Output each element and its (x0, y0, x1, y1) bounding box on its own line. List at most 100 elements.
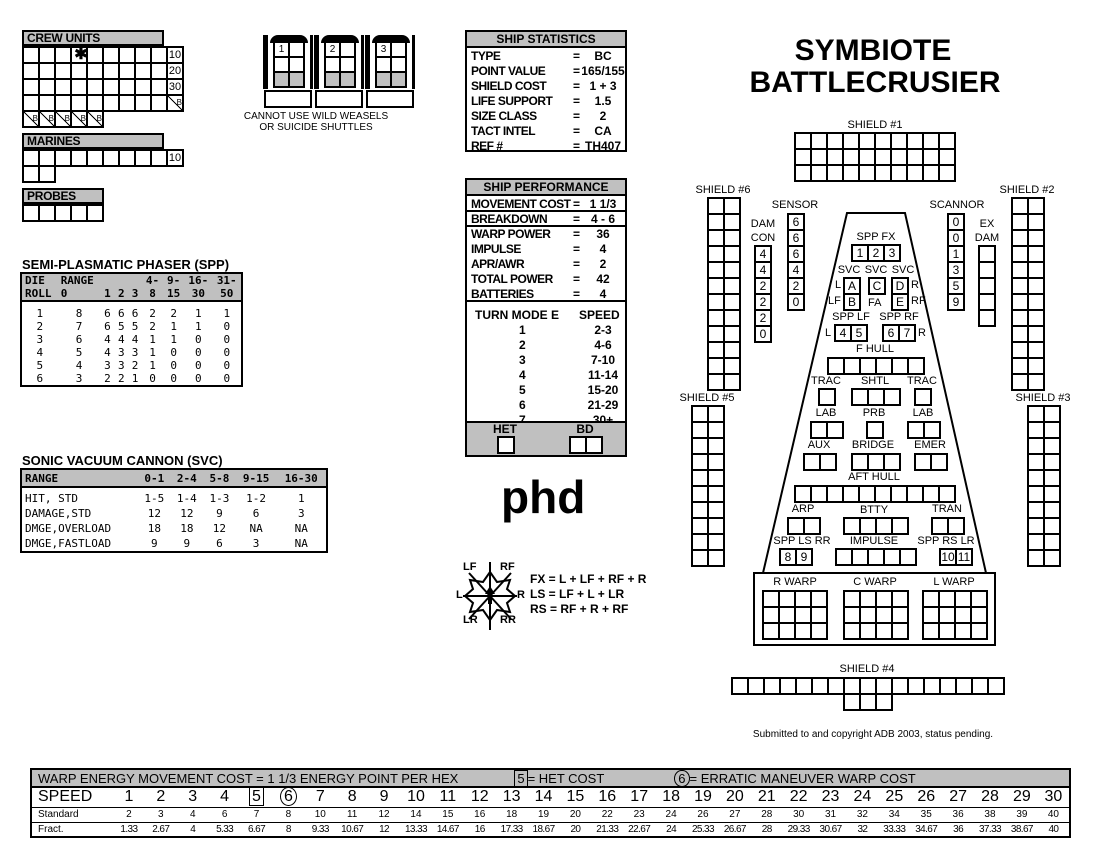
spp-fx-box[interactable]: 3 (883, 244, 901, 262)
tractor-box[interactable] (914, 388, 932, 406)
apr-box[interactable] (803, 517, 821, 535)
fract-cell: 6.67 (240, 821, 273, 838)
shield-2-box[interactable] (1027, 373, 1045, 391)
fract-value: 22.67 (628, 823, 651, 835)
turn-mode: 2 (519, 338, 526, 352)
standard-cell: 31 (814, 806, 847, 823)
bd-box[interactable] (585, 436, 603, 454)
spp-header-cell: DIE (21, 273, 58, 287)
battery-box[interactable] (891, 517, 909, 535)
damcon-track-box[interactable]: 0 (754, 325, 772, 343)
speeds-value: 30 (1044, 788, 1063, 806)
spp-cell: 1 (149, 346, 156, 359)
stat-row: SIZE CLASS=2 (467, 109, 625, 124)
spp-rf-box[interactable]: 7 (898, 324, 916, 342)
stat-value: 36 (596, 227, 610, 241)
marines-row-2-box[interactable] (38, 165, 56, 183)
svc-de-box[interactable]: E (891, 293, 909, 311)
spp-header-cell (114, 273, 129, 287)
probe-launcher-box[interactable] (866, 421, 884, 439)
speeds-value: 12 (470, 788, 489, 806)
shuttle-box[interactable] (288, 71, 305, 88)
damcon-track-box[interactable]: 2 (754, 277, 772, 295)
sensor-track-box[interactable]: 0 (787, 293, 805, 311)
shield-4-box[interactable] (875, 693, 893, 711)
standard-cell: 39 (1005, 806, 1038, 823)
spp-cell: 6 (117, 307, 125, 320)
standard-cell: 24 (655, 806, 688, 823)
emergency-bridge (914, 453, 948, 471)
het-key-text: = HET COST (527, 770, 605, 786)
fract-cell: 17.33 (495, 821, 528, 838)
aux-label: AUX (807, 439, 831, 451)
arc-label-l: L (456, 589, 463, 601)
c-warp-box[interactable] (891, 622, 909, 640)
spp-cell: 5 (75, 346, 83, 359)
scanner-track-box[interactable]: 1 (947, 245, 965, 263)
arc-label-rf: RF (500, 561, 515, 573)
r-warp-box[interactable] (810, 622, 828, 640)
svc-ab-box[interactable]: B (843, 293, 861, 311)
bridge-box[interactable] (883, 453, 901, 471)
aux-control-box[interactable] (819, 453, 837, 471)
transporter-box[interactable] (947, 517, 965, 535)
ship-performance-title: SHIP PERFORMANCE (467, 180, 625, 196)
standard-value: 12 (378, 809, 390, 820)
svc-cell: 1-4 (176, 492, 197, 505)
exdam-track-box[interactable] (978, 309, 996, 327)
aft-hull-box[interactable] (938, 485, 956, 503)
shtl-label: SHTL (860, 375, 890, 387)
shield-4-box[interactable] (987, 677, 1005, 695)
l-warp-box[interactable] (970, 622, 988, 640)
shuttle-admin-box[interactable] (366, 90, 414, 108)
spp-lf-box[interactable]: 5 (850, 324, 868, 342)
shuttle-admin-box[interactable] (264, 90, 312, 108)
shield-3-box[interactable] (1043, 549, 1061, 567)
erratic-key-text: = ERRATIC MANEUVER WARP COST (689, 770, 916, 786)
probes-row-box[interactable] (86, 204, 104, 222)
emergency-bridge-box[interactable] (930, 453, 948, 471)
stat-label: SHIELD COST (471, 79, 547, 93)
spp-fx-box[interactable]: 1 (851, 244, 869, 262)
fract-value: 2.67 (152, 823, 170, 835)
shield-1-box[interactable] (938, 164, 956, 182)
standard-cell: 3 (144, 806, 177, 823)
stat-value: 42 (596, 272, 610, 286)
svc-cell: 18 (180, 522, 194, 535)
het-box[interactable] (497, 436, 515, 454)
shuttle-admin-box[interactable] (315, 90, 363, 108)
lab-box[interactable] (923, 421, 941, 439)
lab-box[interactable] (826, 421, 844, 439)
svc-c: C (868, 277, 886, 295)
spp-cell: 6 (36, 372, 44, 385)
shuttle-box[interactable] (339, 71, 356, 88)
spp-rs-box[interactable]: 11 (955, 548, 973, 566)
tractor-box[interactable] (818, 388, 836, 406)
boarding-party-row-box[interactable]: B (86, 110, 104, 128)
speeds-value: 17 (630, 788, 649, 806)
arc-label-rr: RR (500, 614, 516, 626)
speeds-value: 13 (502, 788, 521, 806)
svc-c-box[interactable]: C (868, 277, 886, 295)
f-hull-box[interactable] (907, 357, 925, 375)
boarding-label: B (96, 114, 102, 123)
spp-cell: 4 (36, 346, 44, 359)
boarding-party-box[interactable]: B (166, 94, 184, 112)
impulse-engine-box[interactable] (899, 548, 917, 566)
shuttle-box[interactable] (390, 71, 407, 88)
fract-cell: 12 (368, 821, 401, 838)
shield-6-box[interactable] (723, 373, 741, 391)
r-warp (762, 590, 828, 640)
fract-value: 9.33 (311, 823, 330, 835)
shield-5-box[interactable] (707, 549, 725, 567)
spp-ls-box[interactable]: 9 (795, 548, 813, 566)
shuttle-boxes-box[interactable] (883, 388, 901, 406)
scanner-track-box[interactable]: 9 (947, 293, 965, 311)
